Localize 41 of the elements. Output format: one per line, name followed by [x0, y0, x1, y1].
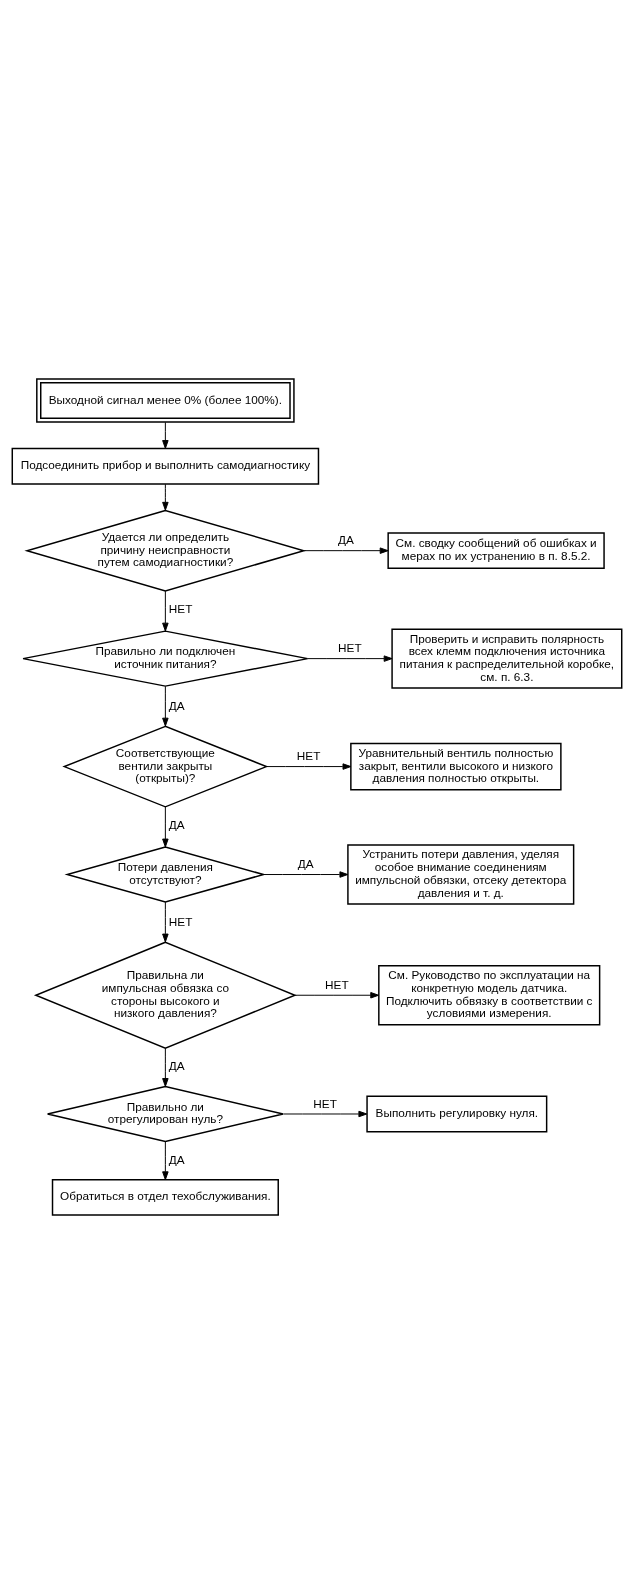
edge-label: ДА: [168, 817, 185, 831]
arrow: [162, 685, 169, 727]
node-box: Обратиться в отдел техобслуживания.: [51, 1178, 279, 1216]
arrow: [162, 590, 169, 631]
edge-label: ДА: [168, 1058, 185, 1072]
node-diamond: Соответствующие вентили закрыты (открыты)?: [62, 725, 269, 808]
arrow: [162, 1047, 169, 1087]
node-diamond: Правильна ли импульсная обвязка со стороны высокого и низкого давления?: [33, 940, 297, 1049]
arrow: [294, 991, 380, 998]
edge-label: НЕТ: [168, 914, 193, 928]
node-box: Выполнить регулировку нуля.: [366, 1095, 548, 1132]
node-box: Устранить потери давления, уделяя особое внимание соединениям импульсной обвязки, отсеку детектора давления и т. д.: [347, 843, 575, 905]
edge-label: ДА: [168, 698, 185, 712]
node-diamond: Потери давления отсутствуют?: [64, 845, 267, 903]
edge-label: НЕТ: [296, 748, 321, 762]
node-box: Подсоединить прибор и выполнить самодиагностику: [11, 447, 320, 485]
edge-label: ДА: [297, 856, 314, 870]
arrow: [303, 546, 389, 554]
edge-label: ДА: [338, 532, 354, 546]
arrow: [162, 421, 169, 449]
node-box: См. Руководство по эксплуатации на конкретную модель датчика. Подключить обвязку в соответствии с условиями измерения.: [378, 964, 601, 1025]
arrow: [307, 654, 393, 662]
node-box: Проверить и исправить полярность всех клемм подключения источника питания к распределительной коробке, см. п. 6.3.: [391, 627, 623, 689]
node-diamond: Удается ли определить причину неисправности путем самодиагностики?: [24, 509, 307, 592]
edge-label: НЕТ: [325, 977, 349, 991]
arrow: [266, 762, 352, 770]
node-box: См. сводку сообщений об ошибках и мерах по их устранению в п. 8.5.2.: [387, 531, 605, 569]
arrow: [263, 870, 349, 878]
arrow: [162, 1140, 169, 1180]
arrow: [162, 483, 169, 511]
node-diamond: Правильно ли подключен источник питания?: [22, 629, 309, 687]
arrow: [283, 1110, 368, 1117]
arrow: [162, 901, 169, 942]
edge-label: НЕТ: [313, 1096, 337, 1110]
edge-label: ДА: [168, 1152, 185, 1166]
node-box: Уравнительный вентиль полностью закрыт, вентили высокого и низкого давления полностью открыты.: [350, 742, 562, 790]
node-box: Выходной сигнал менее 0% (более 100%).: [36, 377, 295, 423]
edge-label: НЕТ: [338, 640, 362, 654]
edge-label: НЕТ: [168, 601, 193, 615]
arrow: [162, 806, 169, 847]
node-diamond: Правильно ли отрегулирован нуль?: [46, 1085, 284, 1142]
